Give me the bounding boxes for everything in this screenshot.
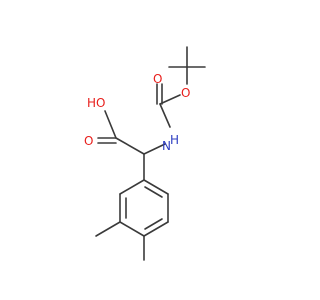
bond-alpha-to-acid	[115, 137, 145, 155]
ring-bond-6	[119, 179, 145, 195]
ring-bond-4	[119, 221, 145, 237]
atom-amine-h-label: H	[170, 133, 179, 147]
bond-n-to-alpha	[143, 143, 166, 155]
bond-methyl-3	[95, 221, 121, 237]
atom-hydroxyl-label: HO	[87, 96, 105, 110]
structure-canvas: HO O O O H N	[84, 46, 206, 261]
molecule-structure: HO O O O H N	[84, 46, 206, 261]
bond-o-to-carbonyl	[159, 94, 181, 105]
bond-carbonyl-to-n	[159, 103, 171, 128]
atom-carbamate-carbonyl-o-label: O	[153, 72, 162, 86]
ring-bond-1	[143, 179, 169, 195]
atom-amine-n-label: N	[162, 139, 171, 153]
ring-bond-3	[143, 221, 169, 237]
bond-acid-to-oh	[104, 110, 117, 139]
ring-inner-bond-1	[144, 186, 163, 198]
ring-inner-bond-2	[144, 218, 163, 230]
atom-ester-o-label: O	[181, 86, 190, 100]
atom-acid-carbonyl-o-label: O	[84, 134, 93, 148]
